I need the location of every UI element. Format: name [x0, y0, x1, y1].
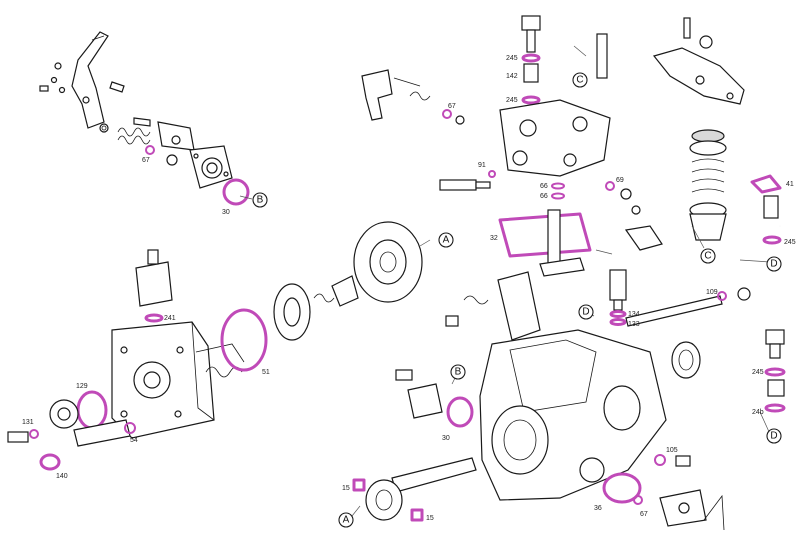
main-housing	[395, 269, 751, 531]
part-number-label: 15	[342, 485, 350, 492]
part-number-label: 69	[616, 177, 624, 184]
part-number-label: 67	[142, 157, 150, 164]
banjo-bolt	[764, 329, 786, 413]
ref-marker: B	[252, 192, 268, 208]
part-number-label: 67	[448, 103, 456, 110]
ref-marker: A	[438, 232, 454, 248]
svg-text:D: D	[770, 259, 777, 270]
ref-marker: D	[766, 256, 782, 272]
svg-text:D: D	[770, 431, 777, 442]
part-number-label: 32	[490, 235, 498, 242]
part-number-label: 66	[540, 183, 548, 190]
part-number-label: 51	[262, 369, 270, 376]
part-number-label: 36	[594, 505, 602, 512]
svg-text:A: A	[443, 235, 450, 246]
part-number-label: 140	[56, 473, 68, 480]
part-number-label: 245	[784, 239, 796, 246]
part-number-label: 54	[130, 437, 138, 444]
ref-marker: B	[450, 364, 466, 380]
svg-text:C: C	[576, 75, 583, 86]
part-number-label: 105	[666, 447, 678, 454]
cam-disc	[220, 221, 423, 372]
governor-cover	[652, 17, 782, 245]
svg-text:C: C	[704, 251, 711, 262]
ref-marker: C	[572, 72, 588, 88]
reference-markers: B C C D A B D D	[252, 72, 782, 528]
part-number-label: 66	[540, 193, 548, 200]
lever-assembly	[39, 31, 250, 206]
svg-text:B: B	[455, 367, 462, 378]
pump-head	[7, 249, 245, 471]
part-number-label: 109	[706, 289, 718, 296]
part-number-label: 131	[22, 419, 34, 426]
part-number-label: 30	[442, 435, 450, 442]
svg-text:D: D	[582, 307, 589, 318]
part-number-label: 245	[506, 97, 518, 104]
drive-shaft	[352, 457, 477, 522]
svg-text:B: B	[257, 195, 264, 206]
part-number-label: 142	[506, 73, 518, 80]
part-number-label: 91	[478, 162, 486, 169]
ref-marker: D	[578, 304, 594, 320]
part-number-label: 67	[640, 511, 648, 518]
part-number-label: 133	[628, 321, 640, 328]
part-number-label: 129	[76, 383, 88, 390]
part-number-label: 245	[752, 369, 764, 376]
part-number-label: 15	[426, 515, 434, 522]
part-number-label: 30	[222, 209, 230, 216]
distributor-head	[361, 15, 663, 277]
svg-text:A: A	[343, 515, 350, 526]
ref-marker-extra: A	[779, 225, 781, 227]
part-labels: 245 142 245 67 91 66 66 69 32 41 245 67 …	[22, 55, 796, 522]
part-number-label: 241	[164, 315, 176, 322]
part-number-label: 134	[628, 311, 640, 318]
ref-marker: D	[766, 428, 782, 444]
part-number-label: 41	[786, 181, 794, 188]
part-number-label: 24b	[752, 409, 764, 416]
ref-marker: A	[338, 512, 354, 528]
ref-marker: C	[700, 248, 716, 264]
part-number-label: 245	[506, 55, 518, 62]
